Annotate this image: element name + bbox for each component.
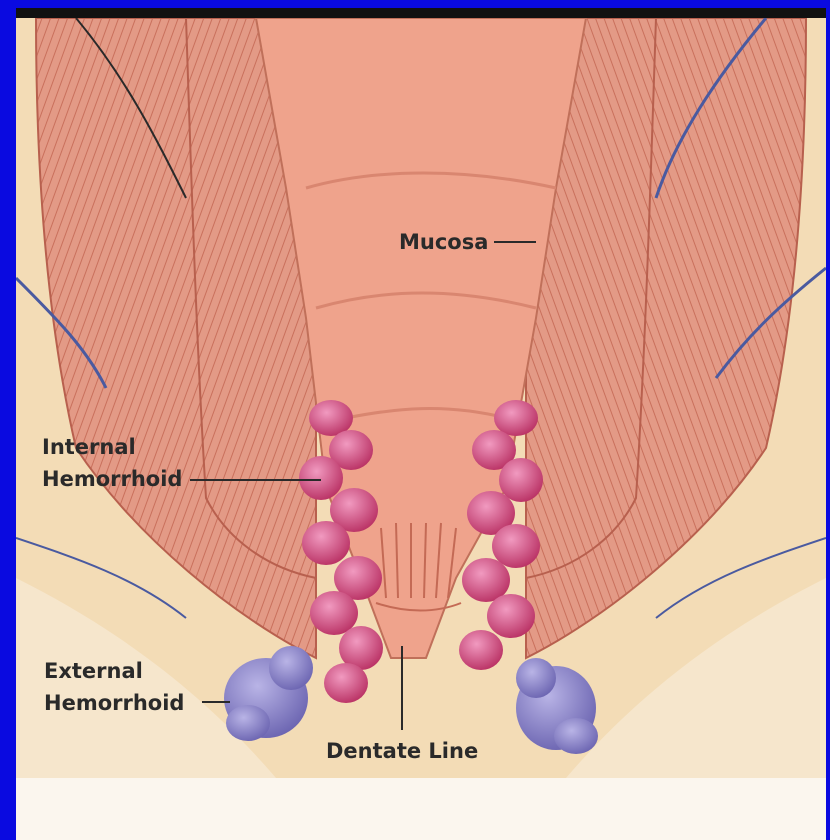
label-external-line2: Hemorrhoid bbox=[44, 691, 184, 715]
label-external-line1: External bbox=[44, 659, 143, 683]
anatomy-illustration: Mucosa Internal Hemorrhoid External Hemo… bbox=[16, 18, 826, 840]
label-internal-line2: Hemorrhoid bbox=[42, 467, 182, 491]
label-internal-line1: Internal bbox=[42, 435, 136, 459]
label-mucosa: Mucosa bbox=[399, 230, 488, 254]
skin-bottom bbox=[16, 778, 826, 840]
anatomy-illustration-frame: Mucosa Internal Hemorrhoid External Hemo… bbox=[16, 8, 826, 840]
label-dentate-line: Dentate Line bbox=[326, 739, 478, 763]
